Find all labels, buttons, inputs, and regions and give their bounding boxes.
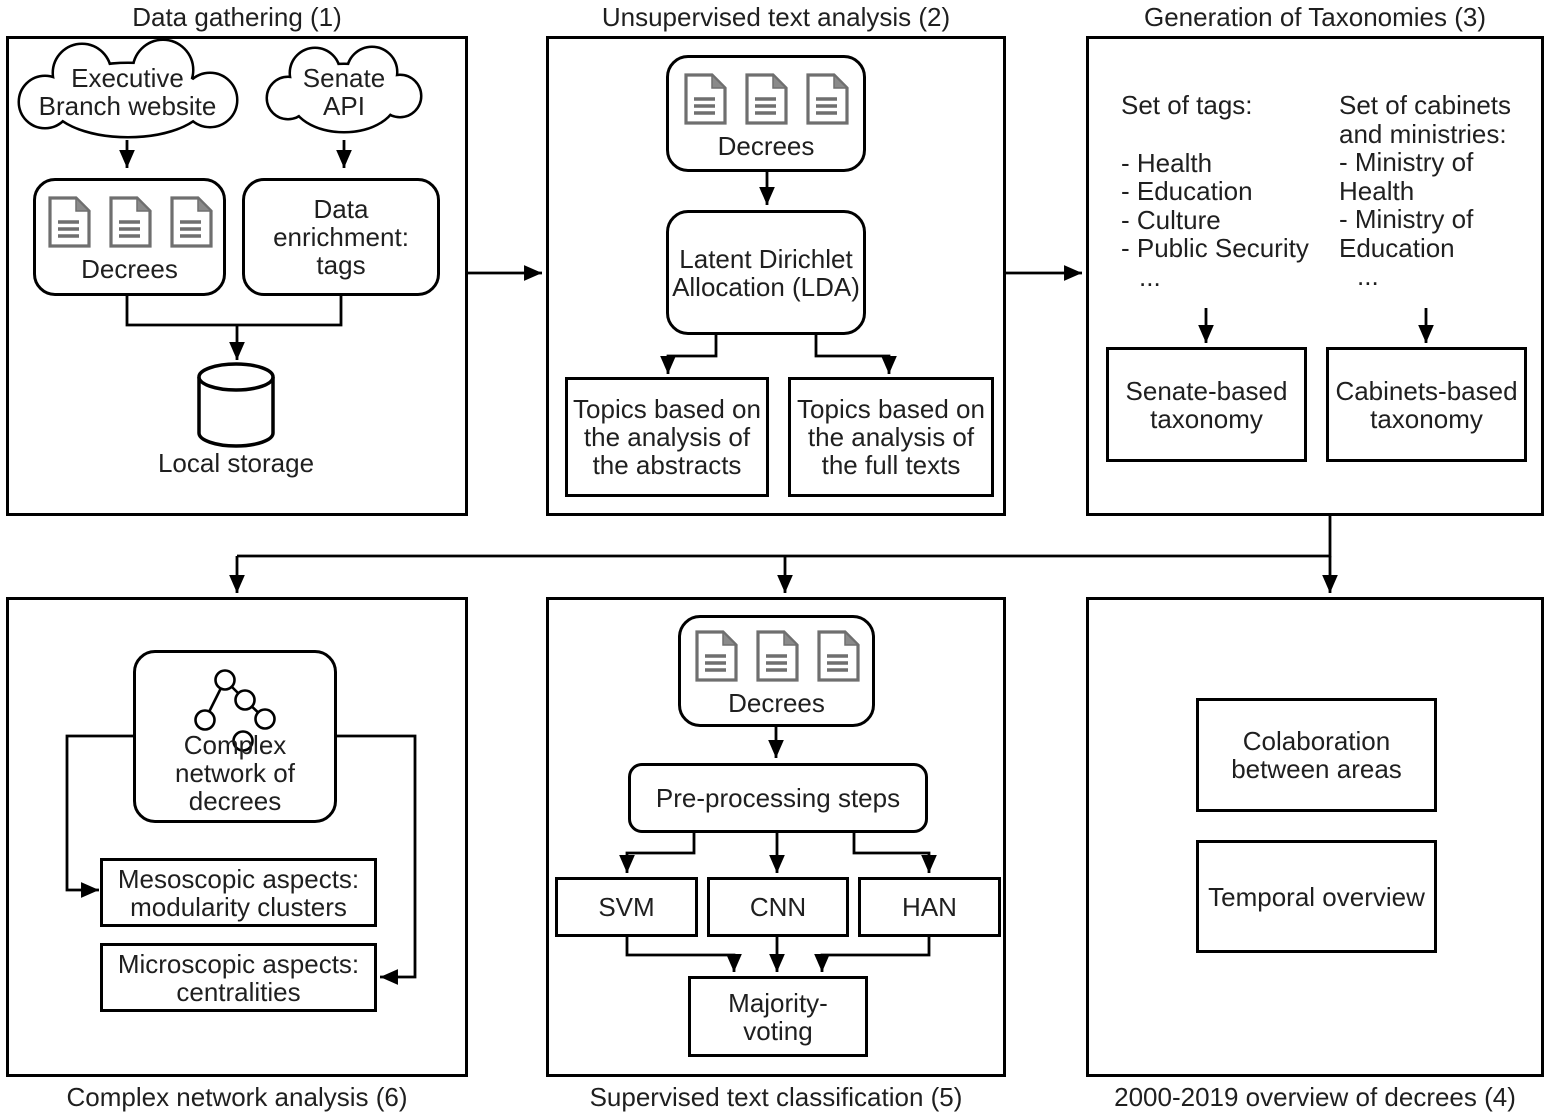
- set-of-tags-list: Set of tags: - Health - Education - Cult…: [1121, 91, 1333, 291]
- lda-label: Latent Dirichlet Allocation (LDA): [672, 243, 860, 302]
- preprocessing-label: Pre-processing steps: [655, 783, 901, 813]
- tag-item: - Education: [1121, 176, 1253, 206]
- collaboration-label: Colaboration between areas: [1231, 726, 1402, 784]
- lda-box: Latent Dirichlet Allocation (LDA): [666, 210, 866, 335]
- han-box: HAN: [858, 877, 1001, 937]
- majority-voting-box: Majority-voting: [688, 976, 868, 1057]
- cnn-label: CNN: [749, 892, 807, 922]
- complex-network-box: Complex network of decrees: [133, 650, 337, 823]
- decrees-box-p1: Decrees: [33, 178, 226, 296]
- title-network-analysis: Complex network analysis (6): [66, 1082, 408, 1112]
- temporal-overview-label: Temporal overview: [1208, 881, 1425, 912]
- document-icon: [169, 195, 213, 249]
- mesoscopic-box: Mesoscopic aspects: modularity clusters: [100, 858, 377, 927]
- microscopic-label: Microscopic aspects: centralities: [117, 948, 360, 1007]
- title-unsupervised-analysis: Unsupervised text analysis (2): [601, 2, 951, 32]
- document-icon: [744, 72, 788, 126]
- title-taxonomies: Generation of Taxonomies (3): [1143, 2, 1487, 32]
- title-supervised-classification: Supervised text classification (5): [589, 1082, 963, 1112]
- cnn-box: CNN: [707, 877, 849, 937]
- svm-label: SVM: [598, 892, 655, 922]
- decrees-box-p2: Decrees: [666, 55, 866, 172]
- topics-fulltexts-box: Topics based on the analysis of the full…: [788, 377, 994, 497]
- tag-item-ellipsis: ...: [1139, 261, 1161, 292]
- set-of-cabinets-header: Set of cabinets and ministries:: [1339, 90, 1511, 149]
- tag-item: - Health: [1121, 147, 1213, 178]
- cabinet-item-ellipsis: ...: [1357, 261, 1379, 291]
- cloud-executive-label: Executive Branch website: [38, 63, 217, 121]
- svm-box: SVM: [555, 877, 698, 937]
- panel-network-analysis: [6, 597, 468, 1077]
- han-label: HAN: [902, 892, 957, 922]
- senate-taxonomy-box: Senate-based taxonomy: [1106, 347, 1307, 462]
- tag-item: - Public Security: [1121, 233, 1309, 263]
- cloud-senate-label: Senate API: [302, 63, 386, 121]
- topics-abstracts-label: Topics based on the analysis of the abst…: [573, 394, 761, 480]
- cabinets-taxonomy-box: Cabinets-based taxonomy: [1326, 347, 1527, 462]
- panel-data-gathering: [6, 36, 468, 516]
- data-enrichment-label: Data enrichment: tags: [273, 194, 409, 280]
- mesoscopic-label: Mesoscopic aspects: modularity clusters: [117, 863, 360, 922]
- microscopic-box: Microscopic aspects: centralities: [100, 943, 377, 1012]
- cabinet-item: - Ministry of Education: [1339, 204, 1474, 263]
- majority-voting-label: Majority-voting: [728, 987, 828, 1046]
- decrees-label: Decrees: [81, 254, 178, 284]
- cabinets-taxonomy-label: Cabinets-based taxonomy: [1335, 375, 1518, 434]
- decrees-box-p5: Decrees: [678, 615, 875, 727]
- data-enrichment-box: Data enrichment: tags: [242, 178, 440, 296]
- title-decrees-overview: 2000-2019 overview of decrees (4): [1114, 1082, 1516, 1112]
- topics-abstracts-box: Topics based on the analysis of the abst…: [565, 377, 769, 497]
- taxonomy-fanout-spine: [237, 516, 1332, 558]
- panel-decrees-overview: [1086, 597, 1544, 1077]
- document-icons: [47, 195, 213, 249]
- panel-supervised-classification: [546, 597, 1006, 1077]
- document-icon: [816, 629, 860, 683]
- topics-fulltexts-label: Topics based on the analysis of the full…: [797, 394, 985, 480]
- document-icons: [694, 629, 860, 683]
- network-graph-icon: [194, 669, 276, 752]
- document-icon: [47, 195, 91, 249]
- panel-unsupervised-analysis: [546, 36, 1006, 516]
- document-icons: [683, 72, 849, 126]
- set-of-cabinets-list: Set of cabinets and ministries: - Minist…: [1339, 91, 1529, 291]
- document-icon: [755, 629, 799, 683]
- local-storage-label: Local storage: [157, 448, 315, 478]
- panel-taxonomies: [1086, 36, 1544, 516]
- complex-network-label: Complex network of decrees: [175, 730, 295, 816]
- preprocessing-box: Pre-processing steps: [628, 763, 928, 833]
- document-icon: [108, 195, 152, 249]
- decrees-label: Decrees: [728, 688, 825, 718]
- document-icon: [805, 72, 849, 126]
- title-data-gathering: Data gathering (1): [132, 2, 342, 32]
- decrees-label: Decrees: [717, 130, 815, 161]
- set-of-tags-header: Set of tags:: [1121, 90, 1253, 120]
- temporal-overview-box: Temporal overview: [1196, 840, 1437, 953]
- document-icon: [694, 629, 738, 683]
- senate-taxonomy-label: Senate-based taxonomy: [1125, 375, 1288, 434]
- document-icon: [683, 72, 727, 126]
- cabinet-item: - Ministry of Health: [1339, 147, 1474, 206]
- tag-item: - Culture: [1121, 204, 1221, 235]
- collaboration-box: Colaboration between areas: [1196, 698, 1437, 812]
